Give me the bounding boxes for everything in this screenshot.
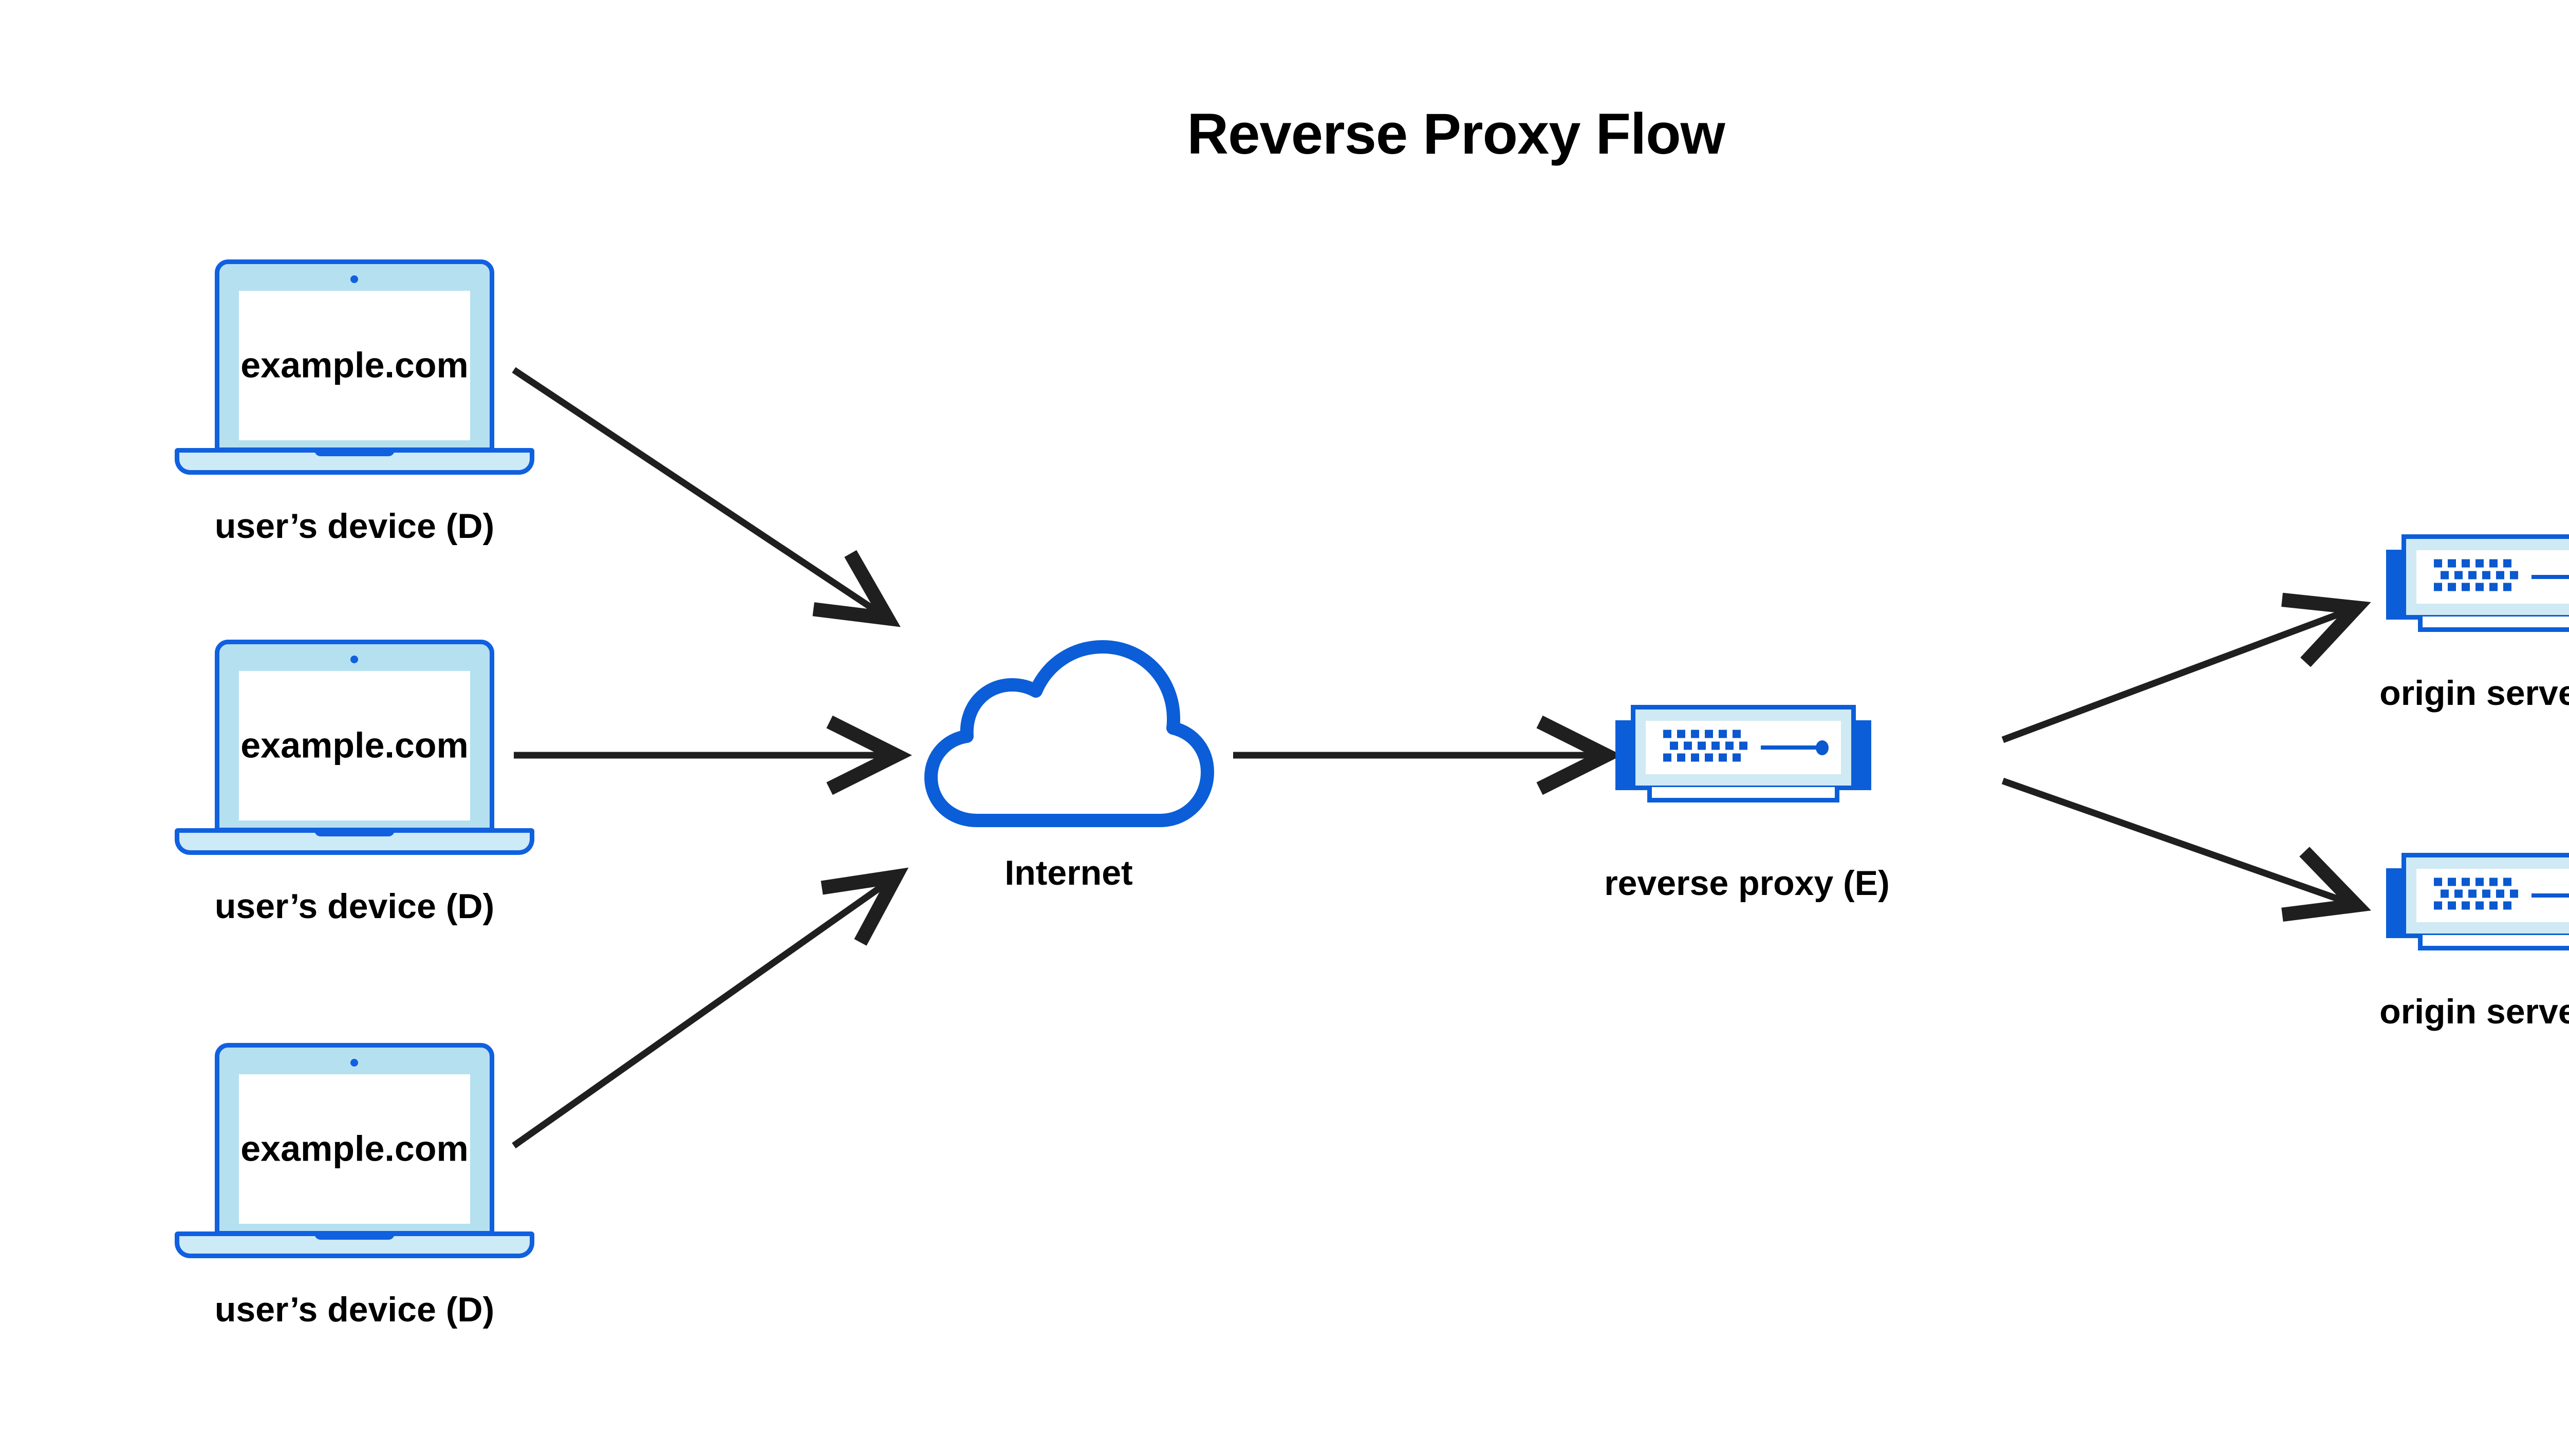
laptop-lid: example.com bbox=[215, 259, 494, 452]
caption-client-3: user’s device (D) bbox=[214, 1290, 495, 1329]
caption-internet: Internet bbox=[1004, 853, 1133, 892]
server-front-panel bbox=[2416, 869, 2569, 922]
server-chassis bbox=[2402, 534, 2569, 620]
server-port-grid-icon bbox=[2434, 559, 2524, 595]
server-chassis bbox=[2402, 853, 2569, 938]
server-slot-line-icon bbox=[2531, 893, 2569, 898]
caption-reverse-proxy: reverse proxy (E) bbox=[1604, 864, 1890, 903]
server-port-grid-icon bbox=[1663, 730, 1753, 766]
webcam-icon bbox=[350, 656, 358, 663]
server-slot-line-icon bbox=[1761, 745, 1821, 750]
laptop-screen: example.com bbox=[239, 291, 470, 440]
server-slot-line-icon bbox=[2531, 575, 2569, 579]
screen-url-text: example.com bbox=[240, 344, 469, 385]
server-port-grid-icon bbox=[2434, 878, 2524, 913]
edge-proxy-origin1 bbox=[2001, 592, 2371, 743]
server-rack-ear-left bbox=[2386, 550, 2404, 620]
laptop-lid: example.com bbox=[215, 640, 494, 832]
caption-client-2: user’s device (D) bbox=[214, 887, 495, 926]
webcam-icon bbox=[350, 1059, 358, 1067]
screen-url-text: example.com bbox=[240, 1128, 469, 1168]
server-front-panel bbox=[1646, 721, 1841, 774]
node-origin-1[interactable] bbox=[2386, 534, 2569, 635]
server-rack-ear-left bbox=[2386, 868, 2404, 938]
node-origin-2[interactable] bbox=[2386, 853, 2569, 954]
caption-origin-1: origin server (F) bbox=[2379, 674, 2569, 713]
edge-client1-internet bbox=[512, 367, 901, 627]
edge-proxy-origin2 bbox=[2001, 777, 2371, 922]
edge-client3-internet bbox=[512, 867, 909, 1149]
server-front-panel bbox=[2416, 550, 2569, 604]
server-status-led-icon bbox=[1816, 740, 1829, 755]
laptop-hinge-notch bbox=[314, 1231, 395, 1240]
server-rack-ear-right bbox=[1854, 720, 1871, 790]
caption-origin-2: origin server (F) bbox=[2379, 992, 2569, 1031]
cloud-icon bbox=[924, 640, 1214, 827]
server-chassis bbox=[1631, 705, 1856, 790]
server-shelf bbox=[2418, 935, 2569, 950]
node-client-3[interactable]: example.com bbox=[175, 1043, 534, 1264]
node-internet[interactable] bbox=[920, 640, 1218, 837]
laptop-hinge-notch bbox=[314, 448, 395, 456]
node-reverse-proxy[interactable] bbox=[1615, 705, 1871, 806]
server-shelf bbox=[1647, 787, 1839, 802]
page-title: Reverse Proxy Flow bbox=[1187, 102, 1725, 166]
laptop-hinge-notch bbox=[314, 828, 395, 836]
screen-url-text: example.com bbox=[240, 724, 469, 765]
caption-client-1: user’s device (D) bbox=[214, 507, 495, 546]
node-client-1[interactable]: example.com bbox=[175, 259, 534, 480]
webcam-icon bbox=[350, 275, 358, 283]
laptop-lid: example.com bbox=[215, 1043, 494, 1236]
server-shelf bbox=[2418, 617, 2569, 632]
node-client-2[interactable]: example.com bbox=[175, 640, 534, 861]
laptop-screen: example.com bbox=[239, 671, 470, 820]
server-rack-ear-left bbox=[1615, 720, 1633, 790]
laptop-screen: example.com bbox=[239, 1074, 470, 1224]
